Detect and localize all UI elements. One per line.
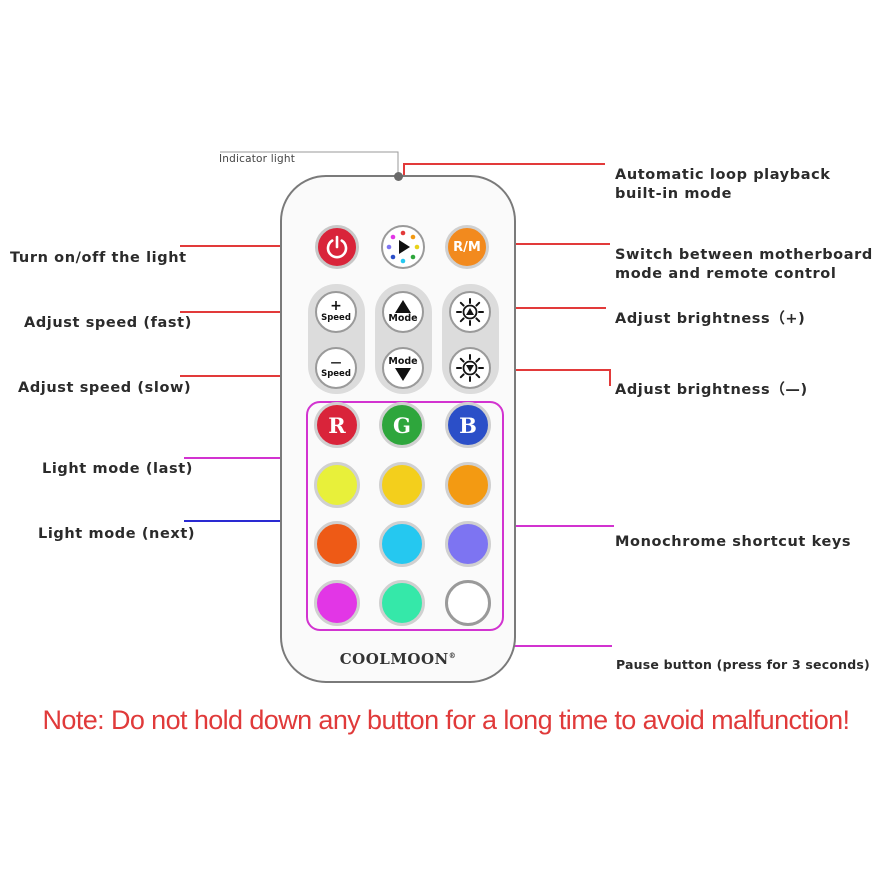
power-button[interactable] bbox=[315, 225, 359, 269]
play-icon bbox=[386, 230, 420, 264]
speed-plus-symbol: + bbox=[330, 298, 342, 314]
brightness-down-button[interactable] bbox=[449, 347, 491, 389]
bright-down-label: Adjust brightness（—) bbox=[615, 382, 808, 398]
color-key-red[interactable]: R bbox=[314, 402, 360, 448]
switch-label-line2: mode and remote control bbox=[615, 266, 837, 282]
color-key-white[interactable] bbox=[445, 580, 491, 626]
speed-fast-label: Adjust speed (fast) bbox=[24, 315, 192, 331]
auto-loop-button[interactable] bbox=[381, 225, 425, 269]
triangle-up-icon bbox=[395, 299, 411, 313]
pause-button-mint[interactable] bbox=[379, 580, 425, 626]
mode-last-button[interactable]: Mode bbox=[382, 291, 424, 333]
mode-last-label: Light mode (last) bbox=[42, 461, 193, 477]
color-key-yellow[interactable] bbox=[379, 462, 425, 508]
brand-mark: ® bbox=[448, 651, 457, 660]
switch-label: Switch between motherboard mode and remo… bbox=[615, 246, 873, 284]
color-key-cyan[interactable] bbox=[379, 521, 425, 567]
color-key-blue[interactable]: B bbox=[445, 402, 491, 448]
bright-down-leader bbox=[486, 369, 611, 386]
rm-switch-button[interactable]: R/M bbox=[445, 225, 489, 269]
switch-label-line1: Switch between motherboard bbox=[615, 247, 873, 263]
bright-up-label: Adjust brightness（+) bbox=[615, 311, 806, 327]
brightness-up-icon bbox=[456, 298, 484, 326]
mono-label: Monochrome shortcut keys bbox=[615, 534, 852, 550]
speed-up-label: Speed bbox=[321, 313, 351, 323]
color-key-magenta[interactable] bbox=[314, 580, 360, 626]
green-letter: G bbox=[393, 412, 411, 438]
color-key-yellow-green[interactable] bbox=[314, 462, 360, 508]
triangle-down-icon bbox=[395, 367, 411, 381]
blue-letter: B bbox=[459, 412, 477, 438]
red-letter: R bbox=[328, 412, 346, 438]
rm-label: R/M bbox=[453, 239, 481, 255]
speed-down-button[interactable]: — Speed bbox=[315, 347, 357, 389]
power-label: Turn on/off the light bbox=[10, 250, 187, 266]
speed-down-label: Speed bbox=[321, 368, 351, 379]
brightness-up-button[interactable] bbox=[449, 291, 491, 333]
indicator-leader bbox=[220, 151, 399, 178]
brightness-down-icon bbox=[456, 354, 484, 382]
brand-name: COOLMOON bbox=[339, 650, 449, 668]
indicator-light-label: Indicator light bbox=[219, 153, 296, 165]
mode-next-button[interactable]: Mode bbox=[382, 347, 424, 389]
speed-minus-symbol: — bbox=[330, 355, 342, 369]
mode-last-label: Mode bbox=[388, 312, 418, 324]
mode-next-label: Mode bbox=[388, 355, 418, 367]
warning-note: Note: Do not hold down any button for a … bbox=[42, 705, 851, 735]
color-key-deep-orange[interactable] bbox=[314, 521, 360, 567]
auto-loop-label-line2: built-in mode bbox=[615, 186, 733, 202]
speed-up-button[interactable]: + Speed bbox=[315, 291, 357, 333]
color-key-green[interactable]: G bbox=[379, 402, 425, 448]
indicator-light-dot bbox=[394, 172, 403, 181]
power-icon bbox=[326, 235, 348, 259]
pause-label: Pause button (press for 3 seconds) bbox=[616, 657, 870, 672]
color-key-orange[interactable] bbox=[445, 462, 491, 508]
color-key-violet[interactable] bbox=[445, 521, 491, 567]
mode-next-label: Light mode (next) bbox=[38, 526, 196, 542]
brand-logo: COOLMOON® bbox=[280, 650, 516, 668]
auto-loop-label: Automatic loop playback built-in mode bbox=[615, 166, 831, 204]
speed-slow-label: Adjust speed (slow) bbox=[18, 380, 192, 396]
auto-loop-label-line1: Automatic loop playback bbox=[615, 167, 831, 183]
